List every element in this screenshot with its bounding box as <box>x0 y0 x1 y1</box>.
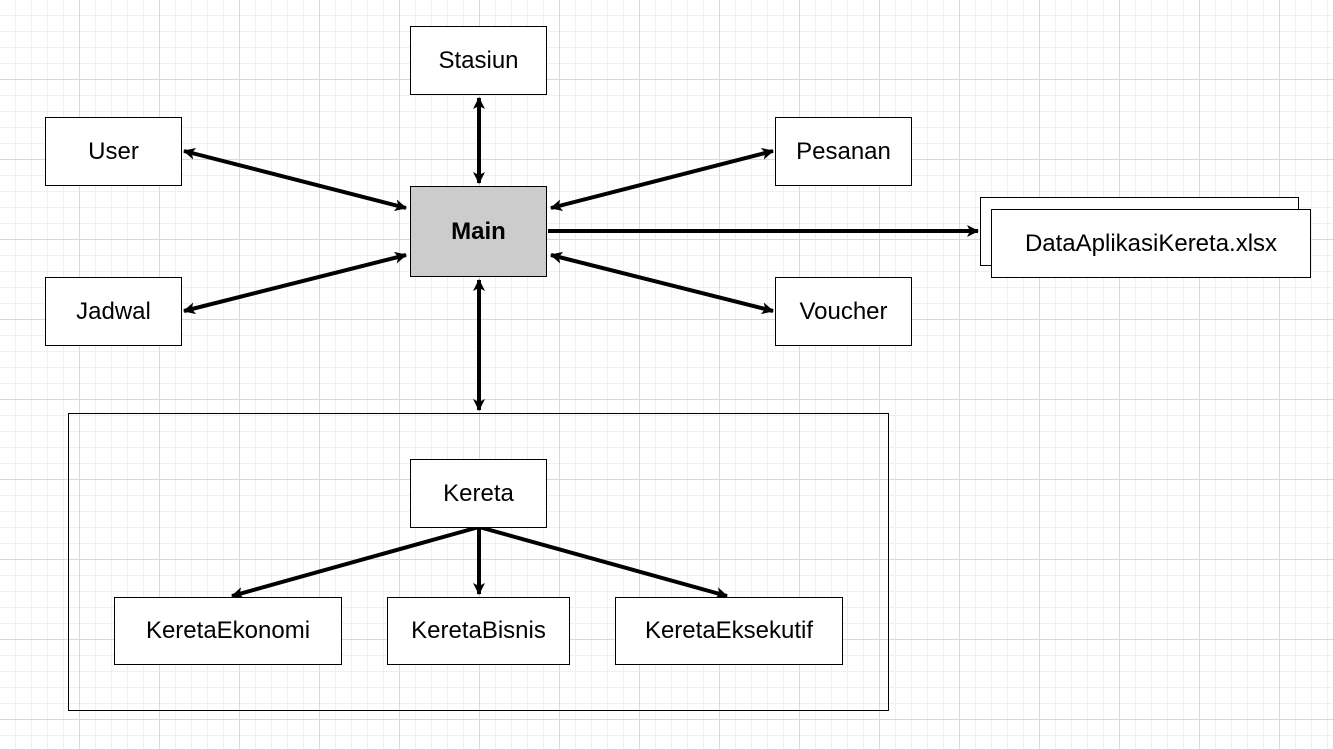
edge-main-pesanan <box>550 147 774 212</box>
edge-main-user <box>183 147 407 212</box>
kereta-node[interactable]: Kereta <box>410 459 547 528</box>
data-file-node[interactable]: DataAplikasiKereta.xlsx <box>991 209 1311 278</box>
stasiun-node[interactable]: Stasiun <box>410 26 547 95</box>
user-node[interactable]: User <box>45 117 182 186</box>
edge-main-jadwal <box>183 251 407 315</box>
edge-kereta-eksekutif <box>478 525 728 599</box>
jadwal-node[interactable]: Jadwal <box>45 277 182 346</box>
kereta-group-container <box>68 413 889 711</box>
edge-kereta-ekonomi <box>231 525 480 599</box>
edge-main-voucher <box>550 251 774 315</box>
kereta-bisnis-node[interactable]: KeretaBisnis <box>387 597 570 665</box>
voucher-node[interactable]: Voucher <box>775 277 912 346</box>
kereta-ekonomi-node[interactable]: KeretaEkonomi <box>114 597 342 665</box>
pesanan-node[interactable]: Pesanan <box>775 117 912 186</box>
main-node[interactable]: Main <box>410 186 547 277</box>
kereta-eksekutif-node[interactable]: KeretaEksekutif <box>615 597 843 665</box>
